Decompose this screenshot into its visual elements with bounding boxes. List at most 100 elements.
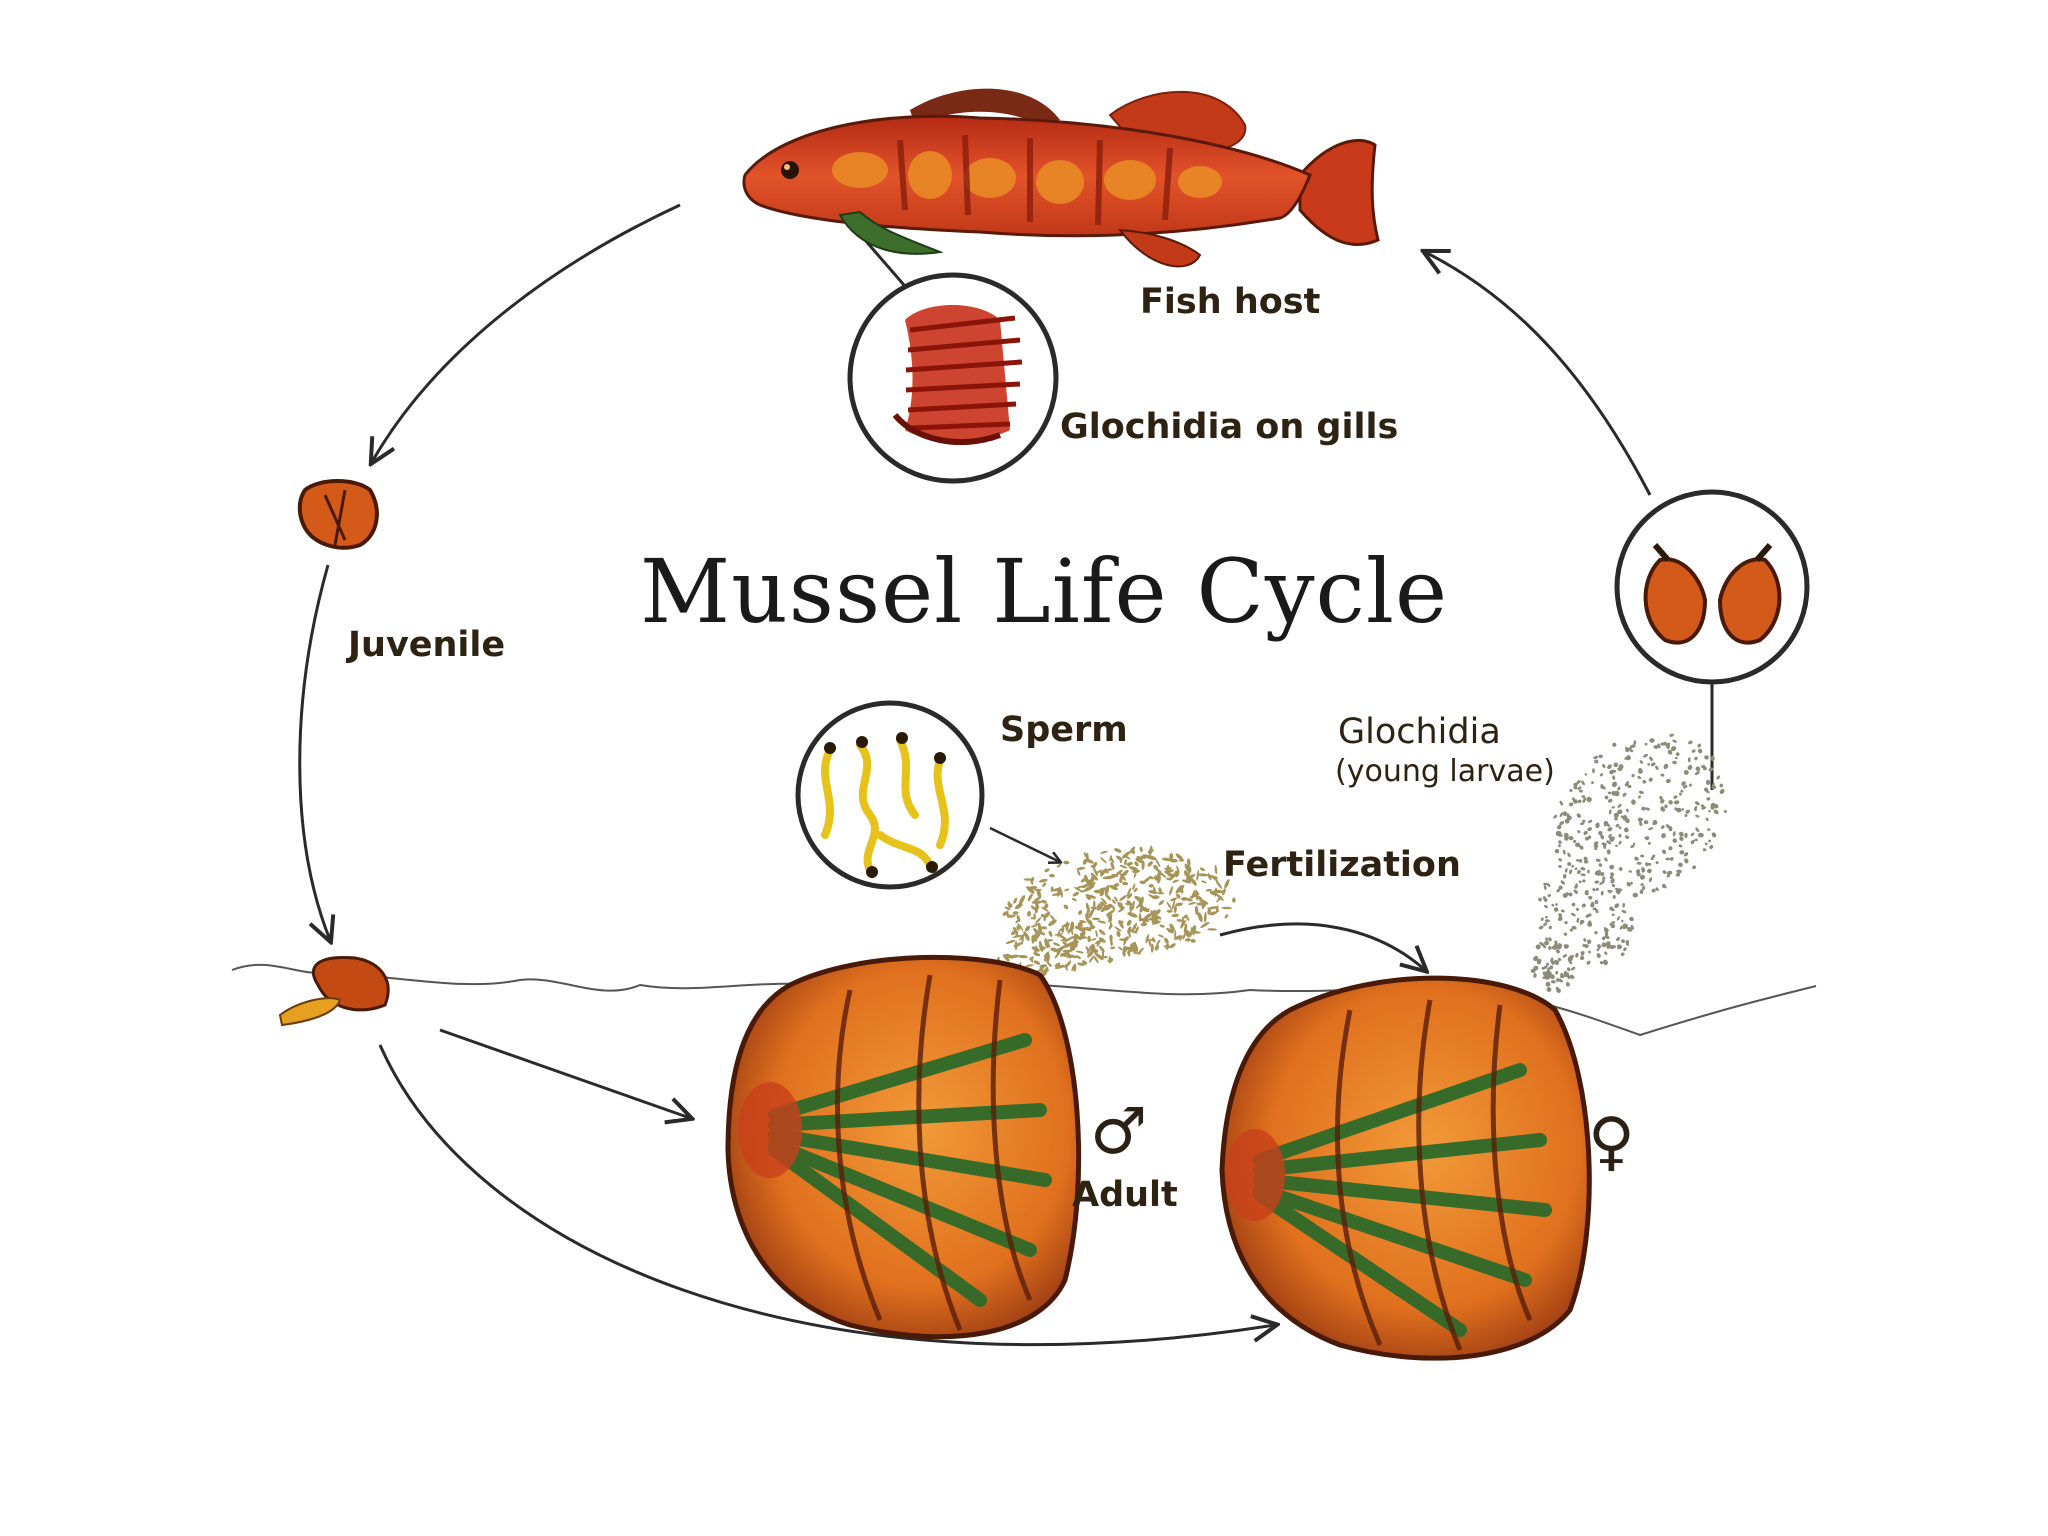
speckle [1655, 887, 1659, 892]
speckle [1701, 764, 1706, 769]
speckle [1667, 870, 1673, 875]
speckle [1600, 834, 1605, 840]
speckle [1547, 969, 1550, 972]
speckle [1679, 836, 1684, 841]
speckle [1584, 773, 1588, 776]
speckle [1616, 916, 1621, 921]
speckle [1673, 795, 1678, 799]
speckle [1019, 933, 1026, 941]
speckle [1110, 861, 1115, 870]
speckle [1123, 940, 1127, 946]
speckle [1640, 854, 1645, 858]
speckle [1710, 802, 1716, 807]
speckle [1112, 899, 1116, 904]
speckle [1148, 940, 1152, 947]
speckle [1595, 858, 1601, 862]
speckle [1114, 896, 1118, 903]
speckle [1625, 942, 1630, 946]
speckle [1031, 900, 1043, 904]
speckle [1574, 885, 1578, 889]
speckle [1104, 893, 1112, 901]
speckle [1132, 869, 1140, 874]
speckle [1655, 765, 1659, 770]
speckle [1116, 855, 1123, 861]
speckle [1566, 967, 1571, 972]
speckle [1140, 906, 1150, 913]
speckle [1221, 888, 1226, 896]
speckle [1567, 958, 1571, 963]
speckle [1645, 836, 1650, 841]
speckle [1618, 840, 1622, 845]
speckle [1093, 889, 1105, 894]
speckle [1626, 808, 1629, 813]
speckle [1600, 872, 1605, 877]
speckle [1157, 891, 1165, 895]
speckle [1557, 916, 1563, 922]
speckle [1150, 943, 1154, 953]
speckle [1723, 810, 1728, 813]
speckle [1108, 913, 1113, 923]
female-symbol: ♀ [1588, 1105, 1635, 1179]
speckle [1564, 920, 1568, 925]
speckle [1034, 932, 1041, 941]
speckle [1609, 907, 1615, 912]
speckle [1606, 849, 1611, 855]
speckle [1624, 782, 1629, 787]
speckle [1604, 934, 1610, 940]
speckle [1180, 897, 1188, 901]
speckle [1190, 939, 1196, 943]
speckle [1109, 903, 1116, 910]
speckle [1688, 783, 1692, 787]
speckle [1593, 841, 1599, 846]
speckle [1108, 924, 1113, 930]
speckle [1048, 930, 1053, 937]
speckle [1583, 860, 1589, 864]
speckle [1533, 973, 1537, 978]
speckle [1608, 890, 1611, 894]
speckle [1181, 879, 1192, 884]
speckle [1070, 928, 1074, 936]
speckle [1090, 864, 1096, 869]
speckle [1621, 939, 1625, 943]
arrow-fertilization-to-female [1219, 922, 1425, 970]
speckle [1012, 926, 1018, 932]
speckle [1690, 839, 1695, 845]
speckle [1183, 923, 1188, 934]
speckle [1710, 755, 1715, 762]
speckle [1052, 942, 1061, 947]
speckle [1648, 777, 1653, 782]
speckle [1580, 955, 1585, 961]
speckle [1568, 892, 1573, 897]
speckle [1188, 901, 1197, 905]
speckle [1576, 780, 1581, 785]
label-juvenile: Juvenile [348, 625, 506, 665]
speckle [1562, 811, 1568, 817]
speckle [1545, 937, 1548, 941]
speckle [1191, 924, 1197, 936]
speckle [1207, 928, 1217, 931]
speckle [1185, 915, 1190, 921]
speckle [1568, 835, 1574, 841]
speckle [1609, 864, 1615, 870]
speckle [1079, 920, 1087, 923]
speckle [1057, 886, 1061, 897]
speckle [1062, 949, 1072, 953]
speckle [1121, 881, 1129, 886]
speckle [1674, 756, 1678, 760]
speckle [1661, 808, 1666, 812]
speckle [1064, 960, 1072, 969]
speckle [1086, 882, 1092, 887]
settled-juvenile-icon [278, 955, 390, 1027]
speckle [1575, 907, 1580, 911]
speckle [1107, 958, 1114, 963]
speckle [1148, 883, 1154, 888]
speckle [1030, 905, 1036, 911]
speckle [1132, 901, 1135, 907]
speckle [1148, 845, 1153, 856]
speckle [1207, 908, 1211, 915]
speckle [1200, 921, 1210, 928]
speckle [1560, 973, 1564, 977]
speckle [1636, 872, 1641, 877]
speckle [1593, 755, 1599, 760]
speckle [1586, 939, 1592, 944]
